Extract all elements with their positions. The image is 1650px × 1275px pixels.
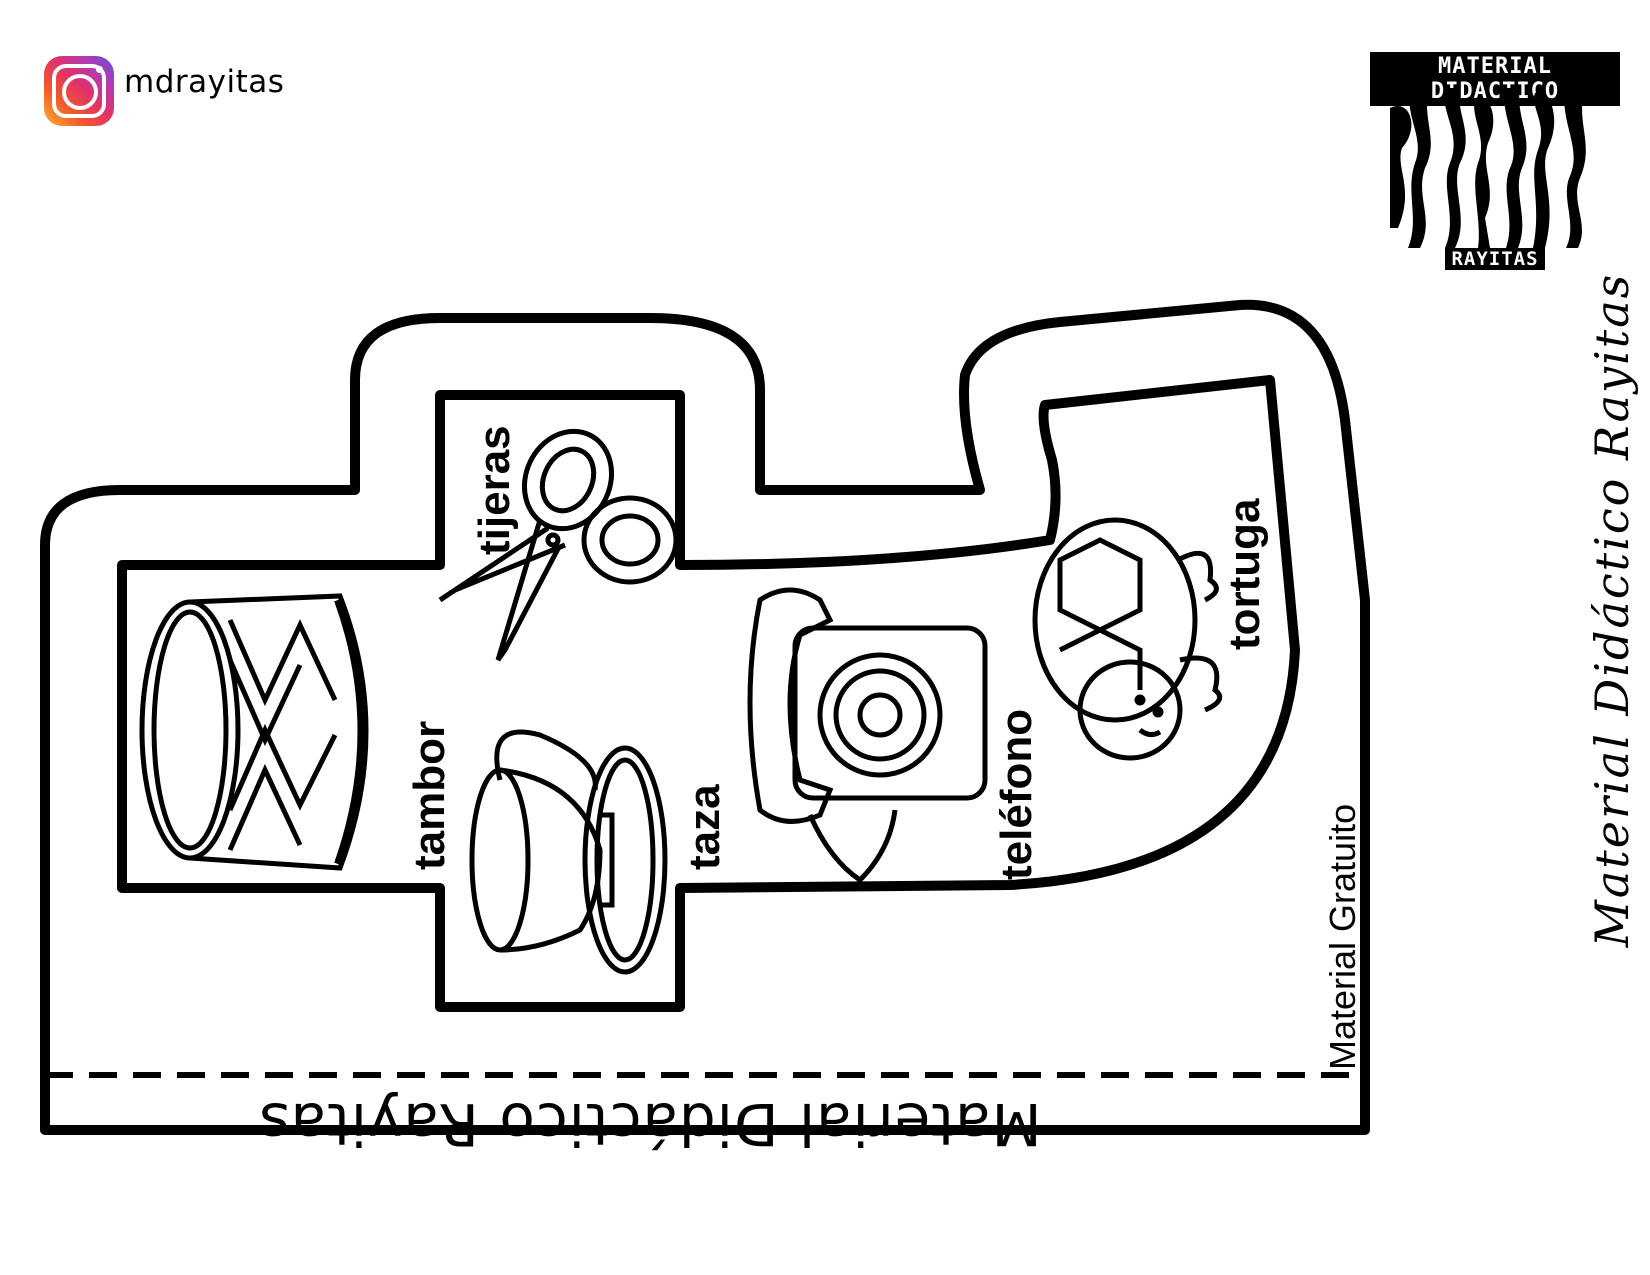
drum-icon [139,593,369,871]
instagram-icon [44,56,114,126]
label-tortuga: tortuga [1220,498,1269,650]
cup-icon [469,729,668,975]
outer-outline [40,299,1370,1135]
telephone-icon [747,587,988,884]
turtle-icon [1032,517,1223,761]
zebra-stripes-icon [1390,88,1586,248]
footer-upside-down-text: Material Didáctico Rayitas [258,1090,1042,1158]
instagram-handle: mdrayitas [124,64,285,100]
scissors-icon [438,428,679,662]
logo-bottom-text: RAYITAS [1445,248,1545,270]
brand-logo: MATERIAL DIDACTICO RAYITAS [1370,52,1620,272]
label-taza: taza [680,784,729,870]
label-telefono: teléfono [992,708,1041,880]
material-gratuito-text: Material Gratuito [1322,803,1363,1070]
label-tambor: tambor [405,720,454,870]
label-tijeras: tijeras [470,425,519,555]
inner-outline [117,375,1300,1012]
